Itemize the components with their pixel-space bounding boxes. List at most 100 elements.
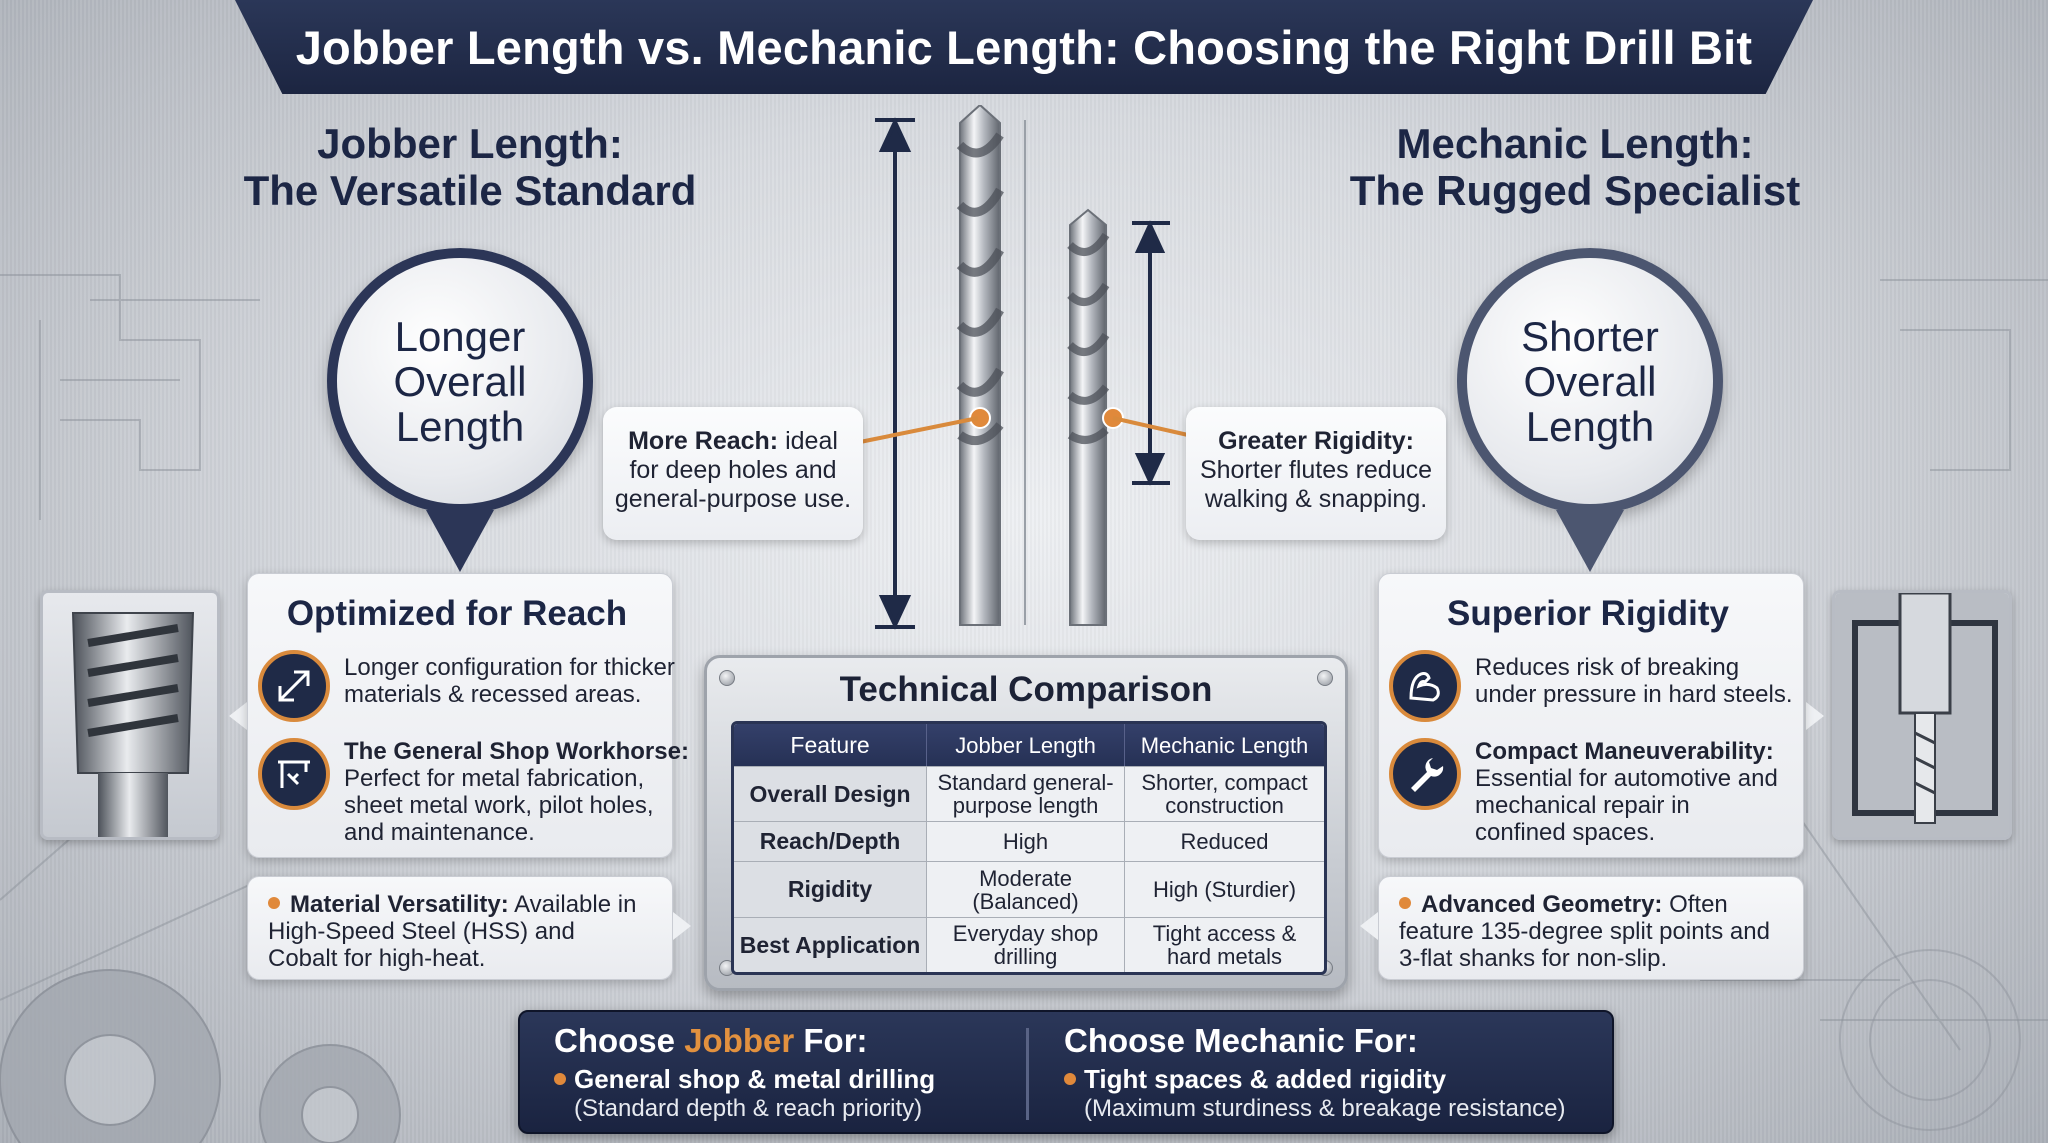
bubble-line: Overall (1523, 357, 1657, 405)
card-text: under pressure in hard steels. (1475, 681, 1793, 708)
choose-subtext: (Maximum sturdiness & breakage resistanc… (1084, 1095, 1566, 1122)
card-text: Longer configuration for thicker (344, 654, 675, 681)
card-text: sheet metal work, pilot holes, (344, 792, 654, 819)
card-title: Superior Rigidity (1447, 594, 1729, 633)
diagonal-arrow-icon (258, 650, 330, 722)
material-versatility-card: Material Versatility: Available in High-… (247, 876, 673, 980)
table-cell: Moderate(Balanced) (926, 862, 1124, 917)
table-row: Reach/Depth High Reduced (734, 821, 1324, 861)
bullet-dot (1399, 897, 1411, 909)
shorter-length-bubble: Shorter Overall Length (1457, 248, 1723, 514)
jobber-drill-bit (956, 105, 1004, 626)
bubble-line: Length (1525, 402, 1655, 450)
table-cell-feature: Reach/Depth (734, 822, 927, 861)
callout-text: walking & snapping. (1204, 485, 1428, 513)
choose-summary-banner: Choose Jobber For: General shop & metal … (518, 1010, 1614, 1134)
table-cell: High (Sturdier) (1124, 862, 1324, 917)
choose-bullet: Tight spaces & added rigidity (1084, 1064, 1447, 1094)
drill-in-chuck-image (1832, 590, 2012, 840)
screw-icon (719, 670, 735, 686)
bubble-line: Longer (394, 312, 526, 360)
mechanic-heading-line1: Mechanic Length: (1396, 120, 1754, 167)
table-header: Mechanic Length (1124, 724, 1324, 766)
bullet-text: Often (1662, 891, 1728, 918)
bullet-text: High-Speed Steel (HSS) and (268, 918, 575, 945)
table-cell-feature: Rigidity (734, 862, 927, 917)
jobber-heading: Jobber Length: The Versatile Standard (170, 120, 770, 214)
card-text: mechanical repair in (1475, 792, 1690, 819)
choose-subtext: (Standard depth & reach priority) (574, 1095, 923, 1122)
card-text: confined spaces. (1475, 819, 1656, 846)
bubble-line: Overall (393, 357, 527, 405)
callout-text: ideal (778, 427, 838, 455)
screw-icon (1317, 670, 1333, 686)
choose-heading: For: (794, 1022, 868, 1059)
bubble-tail (426, 510, 494, 572)
table-row: Overall Design Standard general-purpose … (734, 766, 1324, 821)
comparison-title: Technical Comparison (839, 670, 1213, 709)
divider (1026, 1028, 1029, 1120)
choose-mechanic-section: Choose Mechanic For: Tight spaces & adde… (1064, 1022, 1566, 1123)
bubble-line: Shorter (1521, 312, 1659, 360)
bullet-bold: Material Versatility: (290, 891, 509, 918)
callout-text: general-purpose use. (614, 485, 852, 513)
bullet-text: Cobalt for high-heat. (268, 945, 486, 972)
mechanic-heading-line2: The Rugged Specialist (1349, 167, 1801, 214)
pointer-arrow (1360, 912, 1378, 940)
callout-text: Shorter flutes reduce (1199, 456, 1433, 484)
callout-connectors (859, 416, 1189, 444)
mechanic-length-arrow (1132, 220, 1170, 486)
choose-heading: Choose (554, 1022, 685, 1059)
jobber-heading-line1: Jobber Length: (317, 120, 623, 167)
table-cell: Tight access &hard metals (1124, 918, 1324, 972)
bubble-line: Length (395, 402, 525, 450)
bullet-text: 3-flat shanks for non-slip. (1399, 945, 1668, 972)
title-banner: Jobber Length vs. Mechanic Length: Choos… (235, 0, 1813, 94)
optimized-for-reach-card: Optimized for Reach Longer configuration… (247, 573, 689, 858)
table-cell-feature: Overall Design (734, 767, 927, 821)
table-cell-feature: Best Application (734, 918, 927, 972)
drill-bits-illustration (875, 105, 1170, 630)
bullet-dot (1064, 1073, 1076, 1085)
table-cell: High (926, 822, 1124, 861)
callout-bold: Greater Rigidity: (1218, 427, 1414, 455)
table-header-row: Feature Jobber Length Mechanic Length (734, 724, 1324, 766)
table-header: Jobber Length (926, 724, 1124, 766)
pointer-arrow (673, 912, 691, 940)
bubble-tail (1556, 510, 1624, 572)
table-row: Rigidity Moderate(Balanced) High (Sturdi… (734, 861, 1324, 917)
choose-bullet: General shop & metal drilling (574, 1064, 936, 1094)
card-text: and maintenance. (344, 819, 535, 846)
choose-accent: Jobber (684, 1022, 795, 1059)
gear-icon (0, 969, 401, 1143)
card-title: Optimized for Reach (286, 594, 628, 633)
pointer-arrow (1806, 702, 1824, 730)
pointer-arrow (229, 702, 247, 730)
jobber-heading-line2: The Versatile Standard (243, 167, 697, 214)
card-text: Reduces risk of breaking (1475, 654, 1740, 681)
wrench-icon (1389, 738, 1461, 810)
callout-text: for deep holes and (629, 456, 837, 484)
superior-rigidity-card: Superior Rigidity Reduces risk of breaki… (1378, 573, 1804, 858)
bullet-text: Available in (508, 891, 637, 918)
flexed-arm-icon (1389, 650, 1461, 722)
longer-length-bubble: Longer Overall Length (327, 248, 593, 514)
page-title: Jobber Length vs. Mechanic Length: Choos… (295, 20, 1753, 74)
drill-tip-closeup-image (40, 590, 220, 840)
greater-rigidity-callout: Greater Rigidity: Shorter flutes reduce … (1186, 407, 1446, 540)
card-text: Essential for automotive and (1475, 765, 1778, 792)
bullet-dot (268, 897, 280, 909)
table-cell: Reduced (1124, 822, 1324, 861)
technical-comparison-plate: Technical Comparison Feature Jobber Leng… (704, 655, 1348, 991)
table-header: Feature (790, 731, 870, 758)
jobber-length-arrow (875, 117, 915, 630)
bullet-text: feature 135-degree split points and (1399, 918, 1770, 945)
choose-jobber-section: Choose Jobber For: General shop & metal … (554, 1022, 935, 1123)
choose-heading: Choose Mechanic For: (1064, 1022, 1418, 1059)
comparison-table: Feature Jobber Length Mechanic Length Ov… (731, 721, 1327, 975)
card-text: Perfect for metal fabrication, (344, 765, 645, 792)
bullet-dot (554, 1073, 566, 1085)
shop-tools-icon (258, 738, 330, 810)
